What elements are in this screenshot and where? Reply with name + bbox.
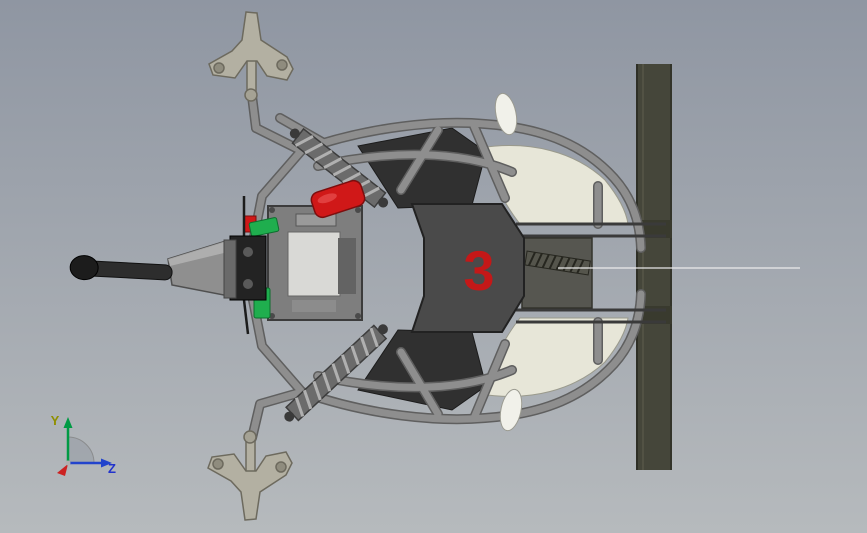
triad-origin bbox=[65, 460, 71, 466]
steering-column[interactable] bbox=[69, 239, 237, 299]
front-lower-shock[interactable] bbox=[280, 319, 393, 426]
green-bracket-upper[interactable] bbox=[248, 217, 280, 237]
triad-y-arrowhead[interactable] bbox=[63, 417, 73, 428]
lower-shock-coils bbox=[294, 327, 379, 417]
cable-lower bbox=[242, 299, 250, 335]
intake-body[interactable] bbox=[309, 179, 366, 220]
column-collar bbox=[223, 239, 237, 299]
plate-logo: 3 bbox=[463, 239, 493, 302]
knuckle-bottom-hole-left bbox=[212, 458, 224, 470]
steering-handle[interactable] bbox=[69, 255, 173, 284]
knuckle-bottom-body[interactable] bbox=[207, 451, 293, 521]
upper-shock-mount-b bbox=[378, 197, 389, 208]
intake-red-part[interactable] bbox=[309, 179, 366, 220]
triad-z-label: Z bbox=[108, 461, 116, 476]
plate-bolt-1 bbox=[269, 207, 275, 213]
knuckle-top-hole-right bbox=[276, 59, 288, 71]
knuckle-top-hole-left bbox=[213, 62, 225, 74]
knuckle-bottom-hole-right bbox=[275, 461, 287, 473]
rear-wall-fixture[interactable] bbox=[636, 64, 672, 470]
knuckle-top-joint bbox=[244, 88, 258, 102]
plate-bolt-4 bbox=[355, 313, 361, 319]
triad-z-arrowhead[interactable] bbox=[101, 458, 112, 468]
mirror-pod-bottom[interactable] bbox=[497, 387, 525, 432]
handle-knob[interactable] bbox=[69, 255, 99, 281]
mirror-pods[interactable] bbox=[492, 91, 525, 432]
triad-plane-indicator bbox=[67, 436, 95, 464]
triad-x-axis[interactable] bbox=[57, 464, 68, 476]
center-plate[interactable]: 3 bbox=[410, 203, 525, 333]
control-arm-top[interactable] bbox=[208, 11, 294, 102]
engine-bottom-detail bbox=[292, 300, 336, 312]
engine-side-detail bbox=[338, 238, 356, 294]
bracket-knob-2 bbox=[243, 279, 253, 289]
control-arm-bottom[interactable] bbox=[207, 430, 293, 521]
upper-shock-mount-a bbox=[289, 128, 300, 139]
knuckle-top-body[interactable] bbox=[208, 11, 294, 81]
boot-highlight bbox=[168, 241, 228, 266]
bracket-knob-1 bbox=[243, 247, 253, 257]
lower-shock-mount-b bbox=[284, 411, 295, 422]
center-plate-body[interactable] bbox=[410, 203, 525, 333]
knuckle-bottom-joint bbox=[243, 430, 257, 444]
engine-cover bbox=[287, 231, 341, 297]
wall-body[interactable] bbox=[636, 64, 672, 470]
orientation-triad: Y Z bbox=[51, 413, 116, 476]
triad-y-label: Y bbox=[51, 413, 60, 428]
mirror-pod-top[interactable] bbox=[492, 91, 520, 136]
rear-axle-rails[interactable] bbox=[516, 222, 666, 324]
plate-bolt-2 bbox=[355, 207, 361, 213]
lower-shock-mount-a bbox=[377, 324, 388, 335]
rear-spring-coils bbox=[527, 251, 585, 274]
engine-block[interactable] bbox=[267, 205, 363, 321]
intake-highlight bbox=[317, 193, 337, 204]
